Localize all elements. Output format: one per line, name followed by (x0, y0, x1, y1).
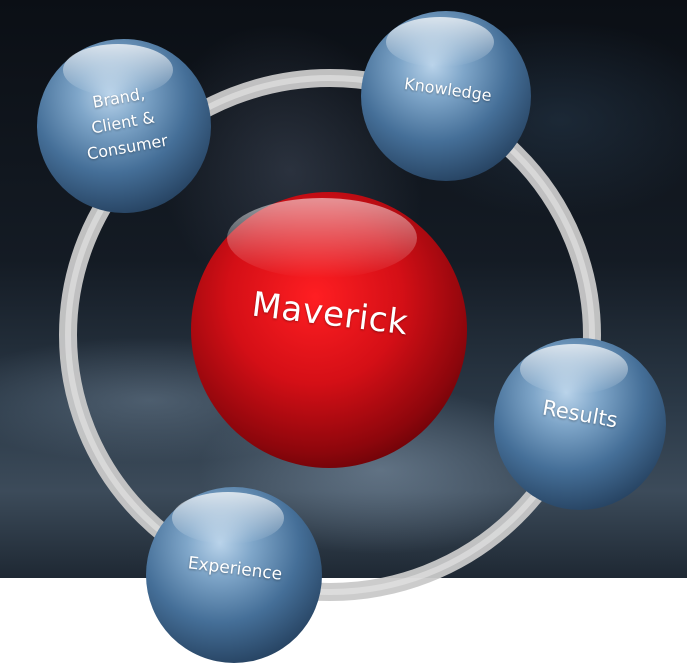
node-results (494, 338, 666, 510)
node-maverick (191, 192, 467, 468)
node-brand (37, 39, 211, 213)
node-knowledge (361, 11, 531, 181)
cycle-ring-highlight (65, 75, 595, 595)
node-experience (146, 487, 322, 663)
